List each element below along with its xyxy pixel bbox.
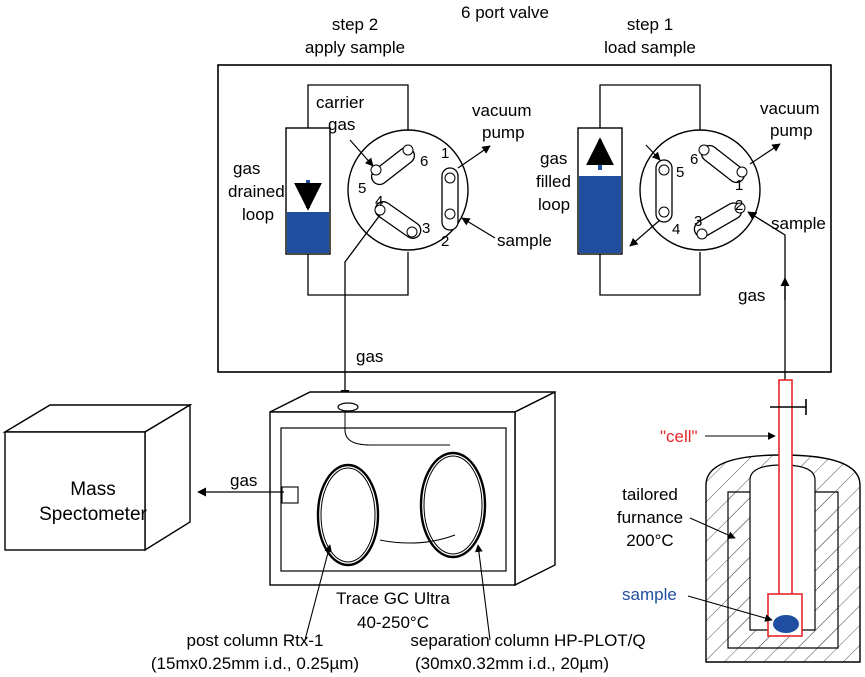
gc-oven-side — [514, 390, 556, 587]
gc-oven-top — [269, 391, 556, 413]
valve-title: 6 port valve — [461, 3, 549, 22]
left-carrier-arrow — [349, 139, 374, 167]
left-port-label-4: 4 — [375, 193, 383, 210]
left-port-label-2: 2 — [441, 233, 449, 250]
separation-column-label-1: separation column HP-PLOT/Q — [410, 631, 645, 650]
right-loop-label-2: filled — [536, 172, 571, 191]
separation-column-coil-inner — [423, 455, 483, 555]
right-port-4 — [658, 206, 670, 218]
right-out-arrow — [629, 219, 661, 247]
right-port-label-4: 4 — [672, 221, 680, 238]
left-port-label-3: 3 — [422, 220, 430, 237]
left-sample-label: sample — [497, 231, 552, 250]
left-port-3 — [406, 226, 418, 238]
left-port-1 — [444, 172, 456, 184]
left-carrier-label-1: carrier — [316, 93, 365, 112]
step2-subtitle: apply sample — [305, 38, 405, 57]
ms-label-1: Mass — [70, 479, 115, 500]
left-loop-label-3: loop — [242, 205, 274, 224]
cell-sample-blob — [773, 615, 799, 633]
right-in-arrow — [645, 144, 661, 161]
post-column-label-2: (15mx0.25mm i.d., 0.25µm) — [151, 654, 359, 673]
gc-outlet-connector — [281, 486, 299, 504]
gc-column-tubing — [344, 412, 456, 544]
left-loop-top-line — [307, 84, 409, 130]
furnace-label-1: tailored — [622, 485, 678, 504]
post-column-coil-inner — [320, 467, 376, 563]
right-port-2 — [734, 202, 746, 214]
right-port-3 — [696, 228, 708, 240]
right-vacuum-label-2: pump — [770, 121, 813, 140]
step1-subtitle: load sample — [604, 38, 696, 57]
left-vacuum-label-2: pump — [482, 123, 525, 142]
right-valve-group: 1 2 3 4 5 6 vacuum pump gas filled loop … — [536, 84, 826, 296]
right-port-5 — [658, 164, 670, 176]
right-gas-in-line — [747, 211, 786, 380]
right-vacuum-label-1: vacuum — [760, 99, 820, 118]
sample-pointer — [687, 595, 773, 622]
valve-box — [217, 64, 832, 373]
left-port-5 — [370, 164, 382, 176]
separation-column-coil — [419, 451, 487, 559]
right-loop-label-1: gas — [540, 149, 567, 168]
right-port-label-1: 1 — [735, 177, 743, 194]
furnace-sample-label: sample — [622, 585, 677, 604]
furnace-label-3: 200°C — [626, 531, 673, 550]
furnace: "cell" tailored furnance 200°C sample — [617, 379, 861, 663]
left-port-label-5: 5 — [358, 180, 366, 197]
gc-oven: Trace GC Ultra 40-250°C — [269, 390, 556, 632]
right-vacuum-arrow — [749, 143, 781, 165]
ms-label-2: Spectometer — [39, 504, 147, 525]
mass-spectrometer: Mass Spectometer — [2, 403, 193, 552]
gc-oven-inner — [280, 427, 507, 572]
ms-front — [4, 431, 146, 551]
left-vacuum-arrow — [457, 145, 491, 169]
post-column-label-1: post column Rtx-1 — [187, 631, 324, 650]
left-port-6 — [402, 144, 414, 156]
right-loop-bottom-line — [599, 252, 701, 296]
right-loop-top-line — [599, 84, 701, 130]
gas-up-label: gas — [738, 286, 765, 305]
gc-name: Trace GC Ultra — [336, 589, 450, 608]
step2-title: step 2 — [332, 15, 378, 34]
left-port-label-1: 1 — [441, 145, 449, 162]
cell-tube — [778, 379, 793, 596]
left-loop-liquid — [287, 212, 329, 253]
step1-title: step 1 — [627, 15, 673, 34]
post-column-coil — [316, 463, 380, 567]
right-sample-label: sample — [771, 214, 826, 233]
left-valve-group: 1 2 3 4 5 6 carrier gas vacuum pump gas … — [228, 84, 552, 296]
left-loop-bottom-line — [307, 252, 409, 296]
left-gas-out-line — [340, 214, 381, 399]
left-vacuum-label-1: vacuum — [472, 101, 532, 120]
left-port-2 — [444, 208, 456, 220]
right-port-6 — [698, 144, 710, 156]
right-channel-45 — [655, 159, 673, 223]
left-loop-label-2: drained — [228, 182, 285, 201]
separation-column-pointer — [475, 544, 491, 641]
right-port-1 — [736, 166, 748, 178]
left-loop-label-1: gas — [233, 159, 260, 178]
furnace-pointer — [689, 517, 736, 539]
furnace-label-2: furnance — [617, 508, 683, 527]
right-loop-label-3: loop — [538, 195, 570, 214]
right-port-label-3: 3 — [694, 213, 702, 230]
post-column-pointer — [304, 544, 332, 641]
gc-oven-front — [269, 411, 516, 586]
left-port-label-6: 6 — [420, 153, 428, 170]
gas-down-label: gas — [356, 347, 383, 366]
gas-left-label: gas — [230, 471, 257, 490]
gc-inlet — [337, 402, 359, 412]
left-carrier-label-2: gas — [328, 115, 355, 134]
right-loop-liquid — [579, 176, 621, 253]
left-sample-arrow — [461, 217, 496, 239]
right-port-label-2: 2 — [735, 197, 743, 214]
right-port-label-5: 5 — [676, 164, 684, 181]
cell-label: "cell" — [660, 427, 698, 446]
left-valve-rotor — [347, 129, 469, 251]
separation-column-label-2: (30mx0.32mm i.d., 20µm) — [415, 654, 609, 673]
gc-temp: 40-250°C — [357, 613, 429, 632]
right-port-label-6: 6 — [690, 151, 698, 168]
